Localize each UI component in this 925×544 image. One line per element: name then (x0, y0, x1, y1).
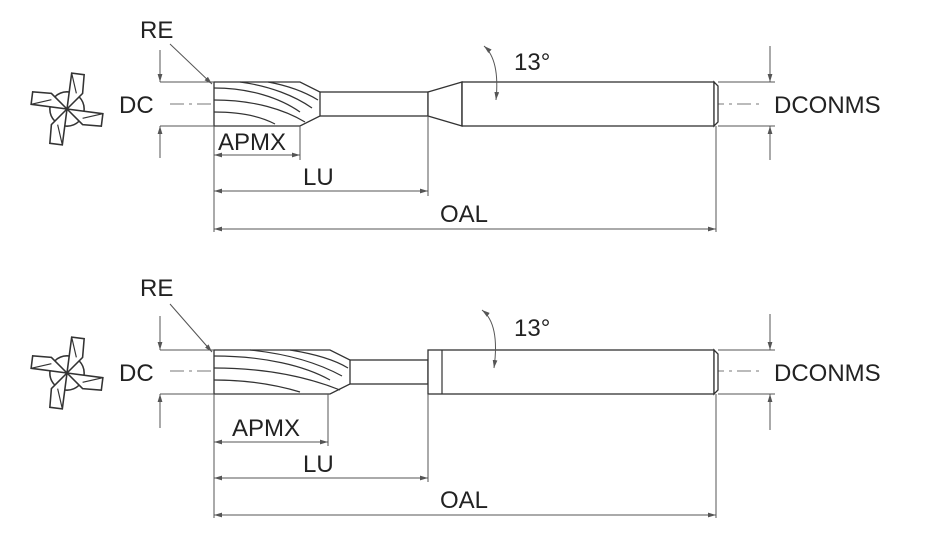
shank (461, 81, 715, 127)
lu-label: LU (303, 164, 334, 191)
neck (347, 359, 429, 385)
apmx-label: APMX (232, 415, 300, 442)
drawing-2: DC RE DCONMS 13° APMX LU OAL (30, 275, 881, 518)
oal-label: OAL (440, 487, 488, 514)
dc-label: DC (119, 360, 154, 387)
re-label: RE (140, 275, 173, 302)
end-view-icon (30, 336, 104, 410)
apmx-label: APMX (218, 129, 286, 156)
taper (427, 81, 463, 127)
re-label: RE (140, 17, 173, 44)
neck (317, 91, 429, 117)
dconms-label: DCONMS (774, 92, 881, 119)
lu-label: LU (303, 451, 334, 478)
drawing-1: DC RE DCONMS 13° APMX LU OAL (30, 17, 881, 232)
shank-end (713, 348, 719, 396)
end-view-icon (30, 72, 104, 146)
shank (427, 349, 715, 395)
dconms-label: DCONMS (774, 360, 881, 387)
angle-label: 13° (514, 49, 550, 76)
dc-label: DC (119, 92, 154, 119)
oal-label: OAL (440, 201, 488, 228)
shank-end (713, 80, 719, 128)
angle-label: 13° (514, 315, 550, 342)
